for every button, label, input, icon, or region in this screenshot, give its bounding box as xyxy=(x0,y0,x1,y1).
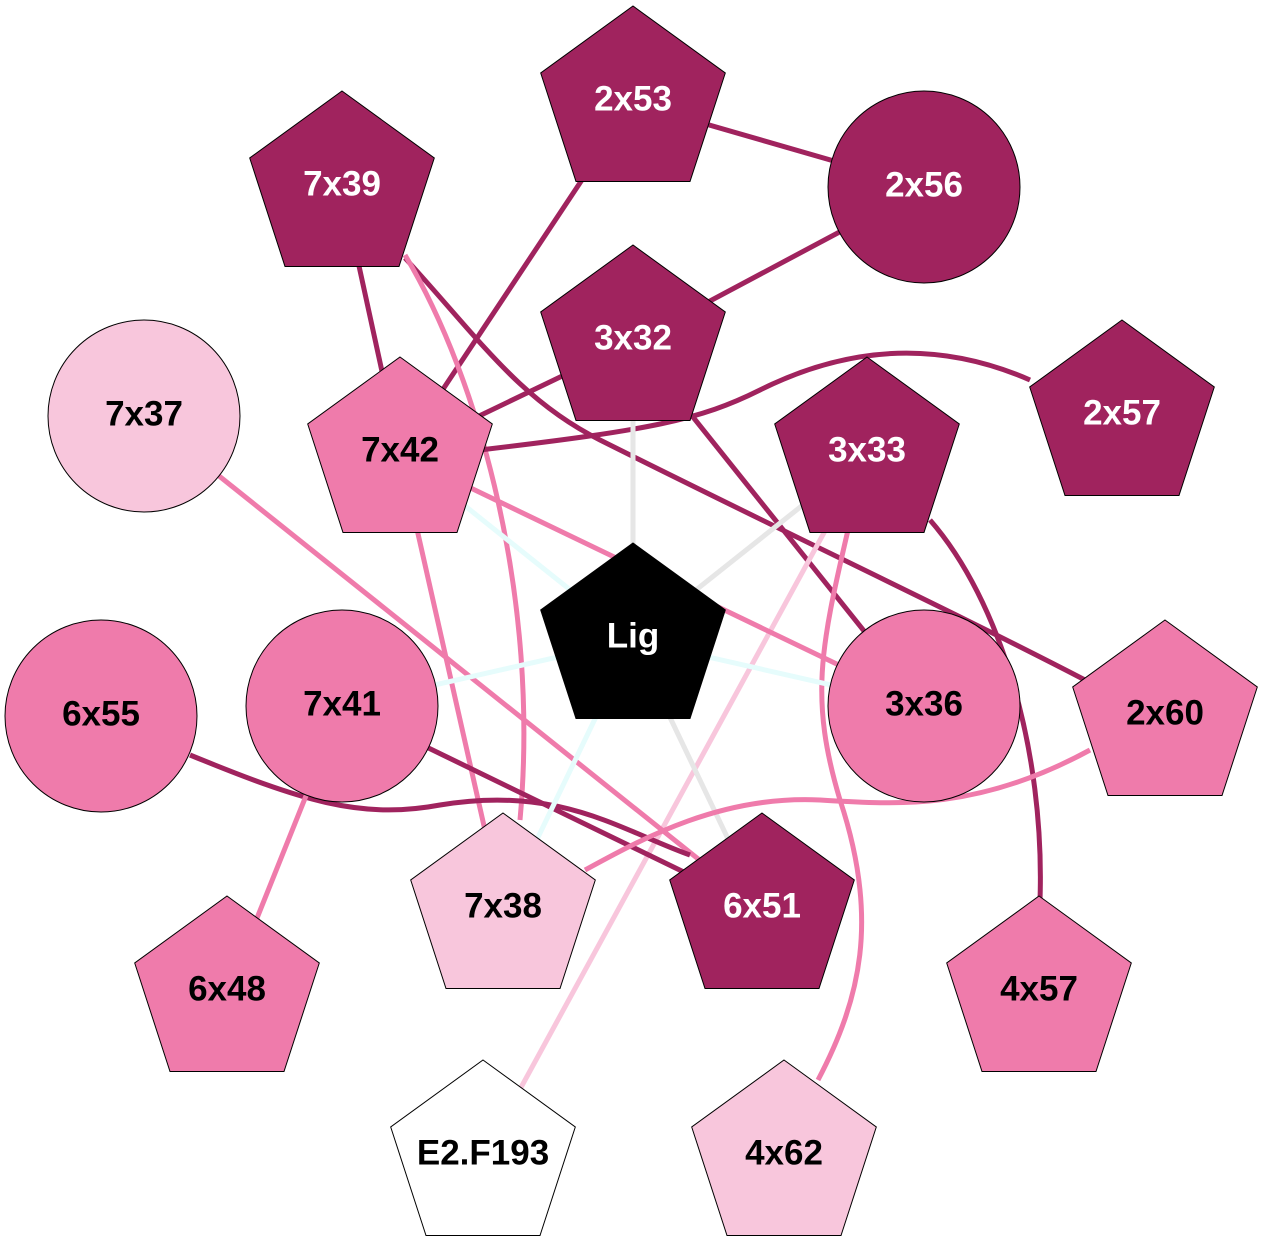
circle-shape xyxy=(47,319,241,513)
node-7x41[interactable]: 7x41 xyxy=(245,609,439,803)
node-label: 7x38 xyxy=(464,887,542,926)
node-label: 2x60 xyxy=(1126,694,1204,733)
node-label: 7x42 xyxy=(361,431,439,470)
edge-7x42-2x57 xyxy=(479,350,1032,453)
node-label: 3x33 xyxy=(828,431,906,470)
pentagon-shape xyxy=(1072,619,1258,796)
node-4x57[interactable]: 4x57 xyxy=(946,895,1132,1072)
node-label: E2.F193 xyxy=(417,1134,549,1173)
node-6x51[interactable]: 6x51 xyxy=(669,812,855,989)
node-7x39[interactable]: 7x39 xyxy=(249,90,435,267)
node-label: 6x55 xyxy=(62,695,140,734)
pentagon-shape xyxy=(946,895,1132,1072)
node-6x48[interactable]: 6x48 xyxy=(134,895,320,1072)
pentagon-shape xyxy=(540,244,726,421)
node-label: 2x56 xyxy=(885,166,963,205)
pentagon-shape xyxy=(691,1059,877,1236)
circle-shape xyxy=(827,90,1021,284)
node-7x38[interactable]: 7x38 xyxy=(410,812,596,989)
node-label: 7x37 xyxy=(105,395,183,434)
circle-shape xyxy=(827,609,1021,803)
node-label: 2x57 xyxy=(1083,394,1161,433)
circle-shape xyxy=(4,619,198,813)
edge-3x33-4x62 xyxy=(815,529,865,1082)
pentagon-shape xyxy=(307,356,493,533)
node-label: 7x41 xyxy=(303,685,381,724)
pentagon-shape xyxy=(249,90,435,267)
node-e2-f193[interactable]: E2.F193 xyxy=(390,1059,576,1236)
edge-2x60-7x38 xyxy=(583,747,1092,873)
node-7x42[interactable]: 7x42 xyxy=(307,356,493,533)
node-label: Lig xyxy=(607,617,659,656)
node-3x33[interactable]: 3x33 xyxy=(774,356,960,533)
pentagon-shape xyxy=(390,1059,576,1236)
node-label: 3x32 xyxy=(594,319,672,358)
pentagon-shape xyxy=(774,356,960,533)
pentagon-shape xyxy=(134,895,320,1072)
node-2x57[interactable]: 2x57 xyxy=(1029,319,1215,496)
pentagon-shape xyxy=(540,542,726,719)
pentagon-shape xyxy=(410,812,596,989)
node-2x53[interactable]: 2x53 xyxy=(540,5,726,182)
node-6x55[interactable]: 6x55 xyxy=(4,619,198,813)
node-7x37[interactable]: 7x37 xyxy=(47,319,241,513)
node-lig[interactable]: Lig xyxy=(540,542,726,719)
edge-3x33-E2.F193 xyxy=(480,452,870,1159)
node-3x32[interactable]: 3x32 xyxy=(540,244,726,421)
node-label: 4x62 xyxy=(745,1134,823,1173)
node-label: 7x39 xyxy=(303,165,381,204)
circle-shape xyxy=(245,609,439,803)
node-3x36[interactable]: 3x36 xyxy=(827,609,1021,803)
node-label: 6x51 xyxy=(723,887,801,926)
node-label: 4x57 xyxy=(1000,970,1078,1009)
edge-7x39-2x60 xyxy=(403,256,1087,683)
edge-6x55-6x51 xyxy=(189,752,691,858)
edge-7x37-6x51 xyxy=(142,414,764,912)
node-label: 6x48 xyxy=(188,970,266,1009)
node-2x60[interactable]: 2x60 xyxy=(1072,619,1258,796)
pentagon-shape xyxy=(669,812,855,989)
node-4x62[interactable]: 4x62 xyxy=(691,1059,877,1236)
node-2x56[interactable]: 2x56 xyxy=(827,90,1021,284)
node-label: 2x53 xyxy=(594,80,672,119)
pentagon-shape xyxy=(540,5,726,182)
node-label: 3x36 xyxy=(885,685,963,724)
pentagon-shape xyxy=(1029,319,1215,496)
